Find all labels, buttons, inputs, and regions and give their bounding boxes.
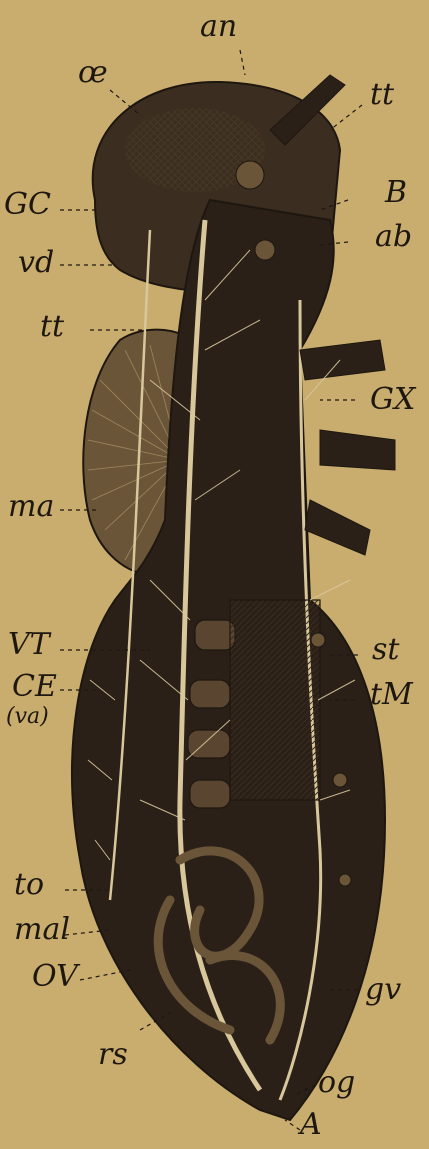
label-b: B bbox=[385, 178, 407, 208]
appendage-3 bbox=[305, 500, 370, 555]
label-gc: GC bbox=[4, 190, 51, 220]
label-tt-top: tt bbox=[370, 80, 394, 110]
label-vd: vd bbox=[18, 248, 54, 278]
label-an: an bbox=[200, 12, 237, 42]
label-gv: gv bbox=[365, 975, 401, 1005]
label-vt: VT bbox=[8, 630, 50, 660]
appendage-1 bbox=[300, 340, 385, 380]
label-ab: ab bbox=[375, 222, 412, 252]
label-oe: œ bbox=[78, 58, 108, 88]
label-rs: rs bbox=[98, 1040, 128, 1070]
label-gx: GX bbox=[370, 385, 415, 415]
label-st: st bbox=[372, 635, 399, 665]
label-ma: ma bbox=[8, 492, 54, 522]
label-tm: tM bbox=[370, 680, 413, 710]
label-mal: mal bbox=[14, 915, 70, 945]
label-og: og bbox=[318, 1068, 355, 1098]
label-to: to bbox=[14, 870, 44, 900]
main-body bbox=[72, 200, 385, 1120]
appendage-2 bbox=[320, 430, 395, 470]
label-va: (va) bbox=[6, 706, 49, 728]
label-a: A bbox=[300, 1110, 322, 1140]
label-ov: OV bbox=[32, 962, 78, 992]
label-ce: CE bbox=[12, 672, 57, 702]
label-tt-left: tt bbox=[40, 312, 64, 342]
